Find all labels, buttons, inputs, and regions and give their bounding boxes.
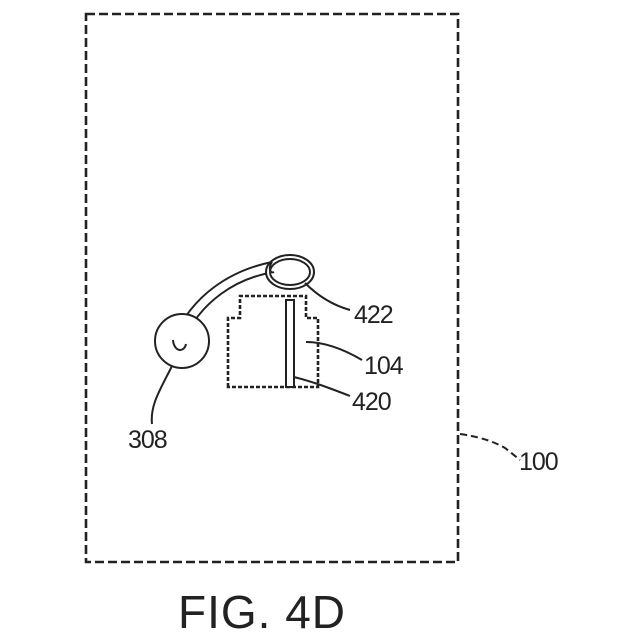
label-420: 420 [352, 388, 391, 416]
figure-caption: FIG. 4D [178, 586, 346, 638]
leader-308 [152, 366, 172, 424]
label-100: 100 [519, 448, 558, 476]
label-308: 308 [128, 426, 167, 454]
leader-422 [305, 283, 350, 310]
contact-strip-420 [286, 300, 294, 387]
label-104: 104 [364, 352, 404, 380]
label-422: 422 [354, 301, 393, 329]
plug-308 [155, 314, 209, 368]
leader-100 [460, 434, 520, 460]
charger-body-104 [228, 296, 318, 387]
device-outline [86, 14, 458, 562]
